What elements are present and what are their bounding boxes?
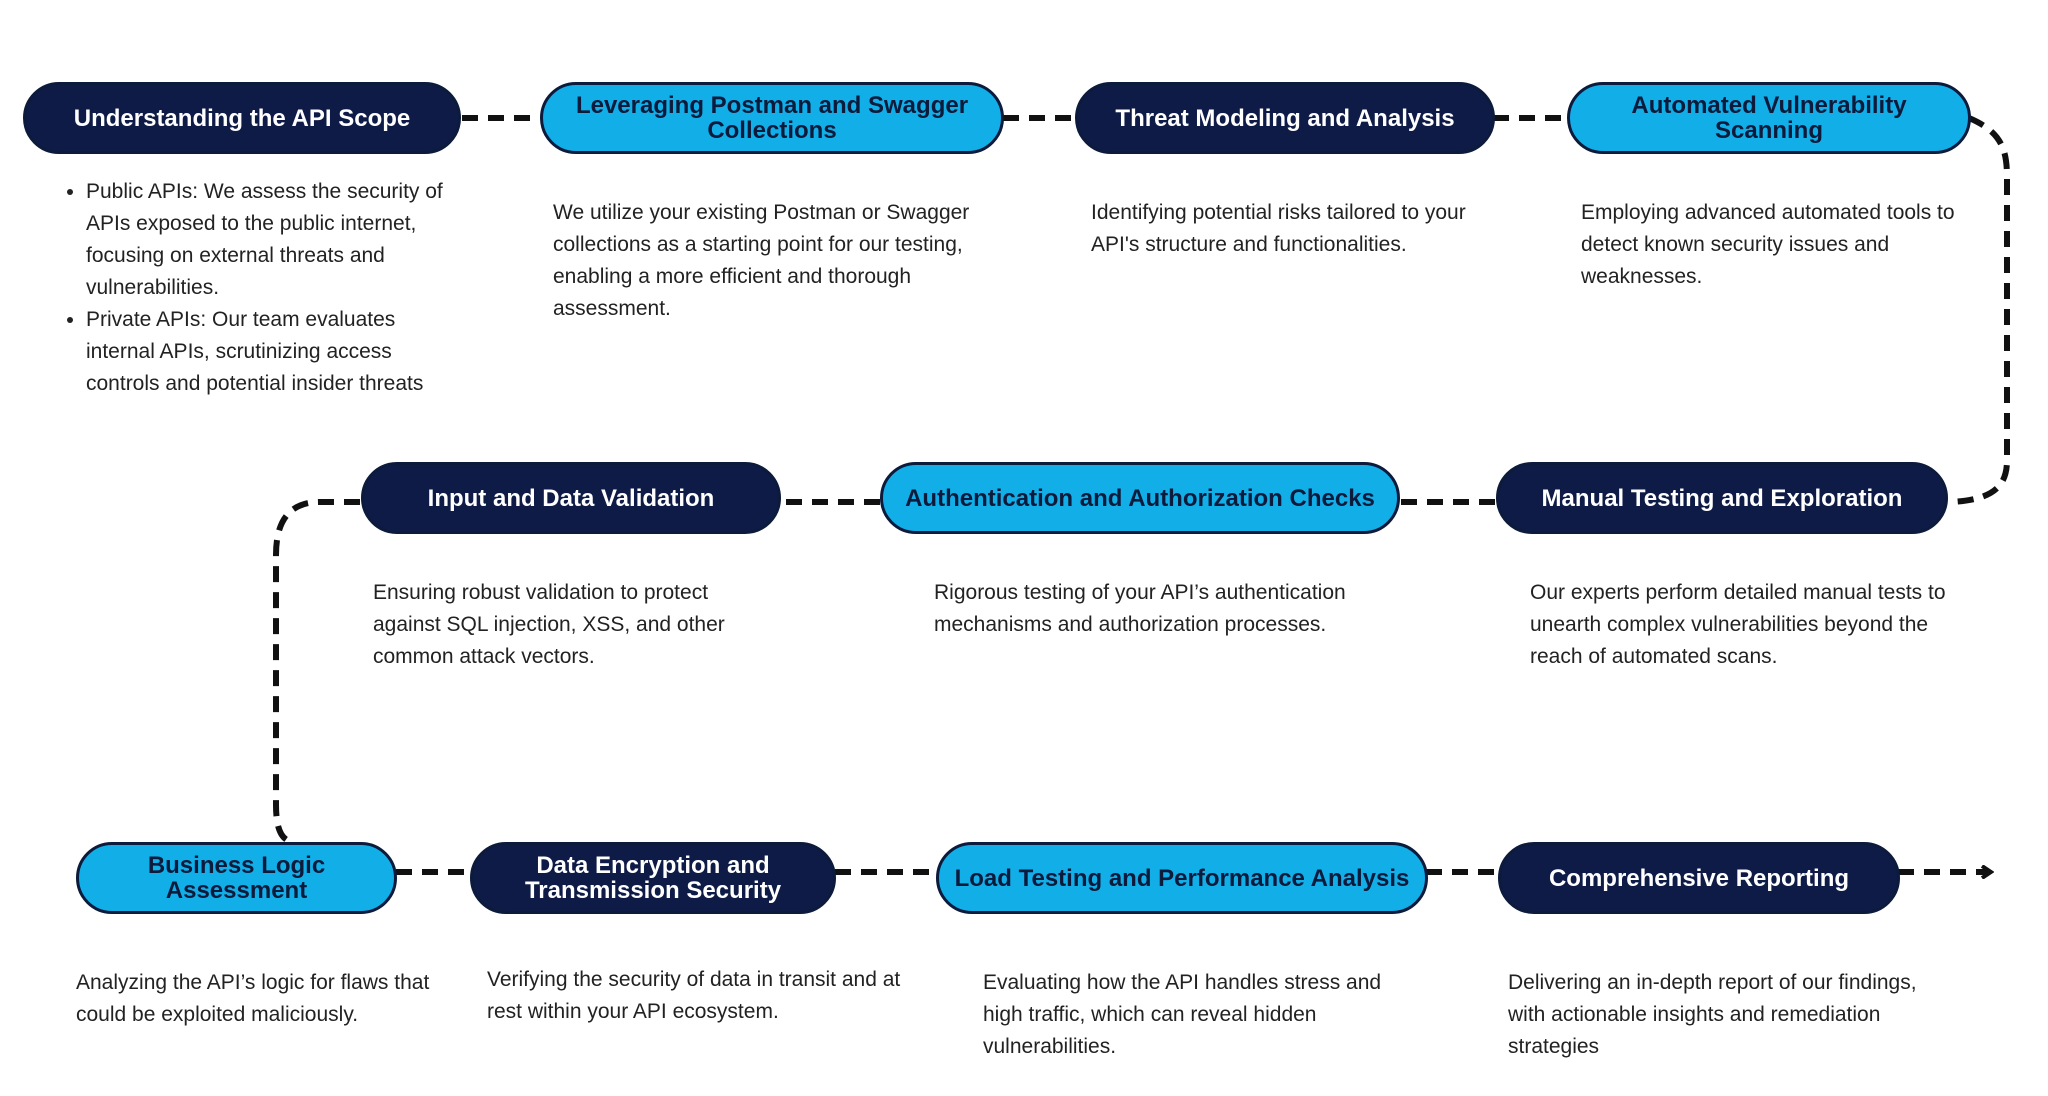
connector-7-8 <box>273 499 360 845</box>
step-description-auth-checks: Rigorous testing of your API’s authentic… <box>934 581 1346 636</box>
step-title: Comprehensive Reporting <box>1548 864 1850 892</box>
step-title: Understanding the API Scope <box>73 104 411 132</box>
step-description-threat-modeling: Identifying potential risks tailored to … <box>1091 201 1466 256</box>
step-pill-load-testing: Load Testing and Performance Analysis <box>936 842 1428 914</box>
step-description-comprehensive-reporting: Delivering an in-depth report of our fin… <box>1508 971 1917 1058</box>
step-pill-data-encryption: Data Encryption and Transmission Securit… <box>470 842 836 914</box>
step-pill-postman-swagger: Leveraging Postman and Swagger Collectio… <box>540 82 1004 154</box>
step-pill-comprehensive-reporting: Comprehensive Reporting <box>1498 842 1900 914</box>
step-description-data-encryption: Verifying the security of data in transi… <box>487 968 901 1023</box>
list-item: Private APIs: Our team evaluates interna… <box>86 304 456 400</box>
step-title: Leveraging Postman and Swagger Collectio… <box>575 92 969 144</box>
step-title: Authentication and Authorization Checks <box>905 484 1375 512</box>
step-pill-automated-scanning: Automated Vulnerability Scanning <box>1567 82 1971 154</box>
step-title: Input and Data Validation <box>427 484 715 512</box>
step-description-input-validation: Ensuring robust validation to protect ag… <box>373 581 725 668</box>
step-pill-threat-modeling: Threat Modeling and Analysis <box>1075 82 1495 154</box>
step-description-automated-scanning: Employing advanced automated tools to de… <box>1581 201 1955 288</box>
scope-bullet-list: Public APIs: We assess the security of A… <box>56 176 456 400</box>
step-pill-api-scope: Understanding the API Scope <box>23 82 461 154</box>
step-title: Automated Vulnerability Scanning <box>1631 92 1907 144</box>
step-title: Data Encryption and Transmission Securit… <box>524 852 782 904</box>
step-title: Manual Testing and Exploration <box>1541 484 1903 512</box>
step-description-load-testing: Evaluating how the API handles stress an… <box>983 971 1382 1058</box>
step-description-postman-swagger: We utilize your existing Postman or Swag… <box>553 201 970 320</box>
step-description-api-scope: Public APIs: We assess the security of A… <box>56 176 456 400</box>
step-description-manual-testing: Our experts perform detailed manual test… <box>1530 581 1946 668</box>
connector-4-5 <box>1949 115 2010 505</box>
step-pill-input-validation: Input and Data Validation <box>361 462 781 534</box>
step-title: Load Testing and Performance Analysis <box>954 864 1410 892</box>
list-item: Public APIs: We assess the security of A… <box>86 176 456 304</box>
step-pill-business-logic: Business Logic Assessment <box>76 842 397 914</box>
step-pill-manual-testing: Manual Testing and Exploration <box>1496 462 1948 534</box>
step-description-business-logic: Analyzing the API’s logic for flaws that… <box>76 971 430 1026</box>
step-title: Threat Modeling and Analysis <box>1115 104 1455 132</box>
step-title: Business Logic Assessment <box>147 852 326 904</box>
step-pill-auth-checks: Authentication and Authorization Checks <box>880 462 1400 534</box>
